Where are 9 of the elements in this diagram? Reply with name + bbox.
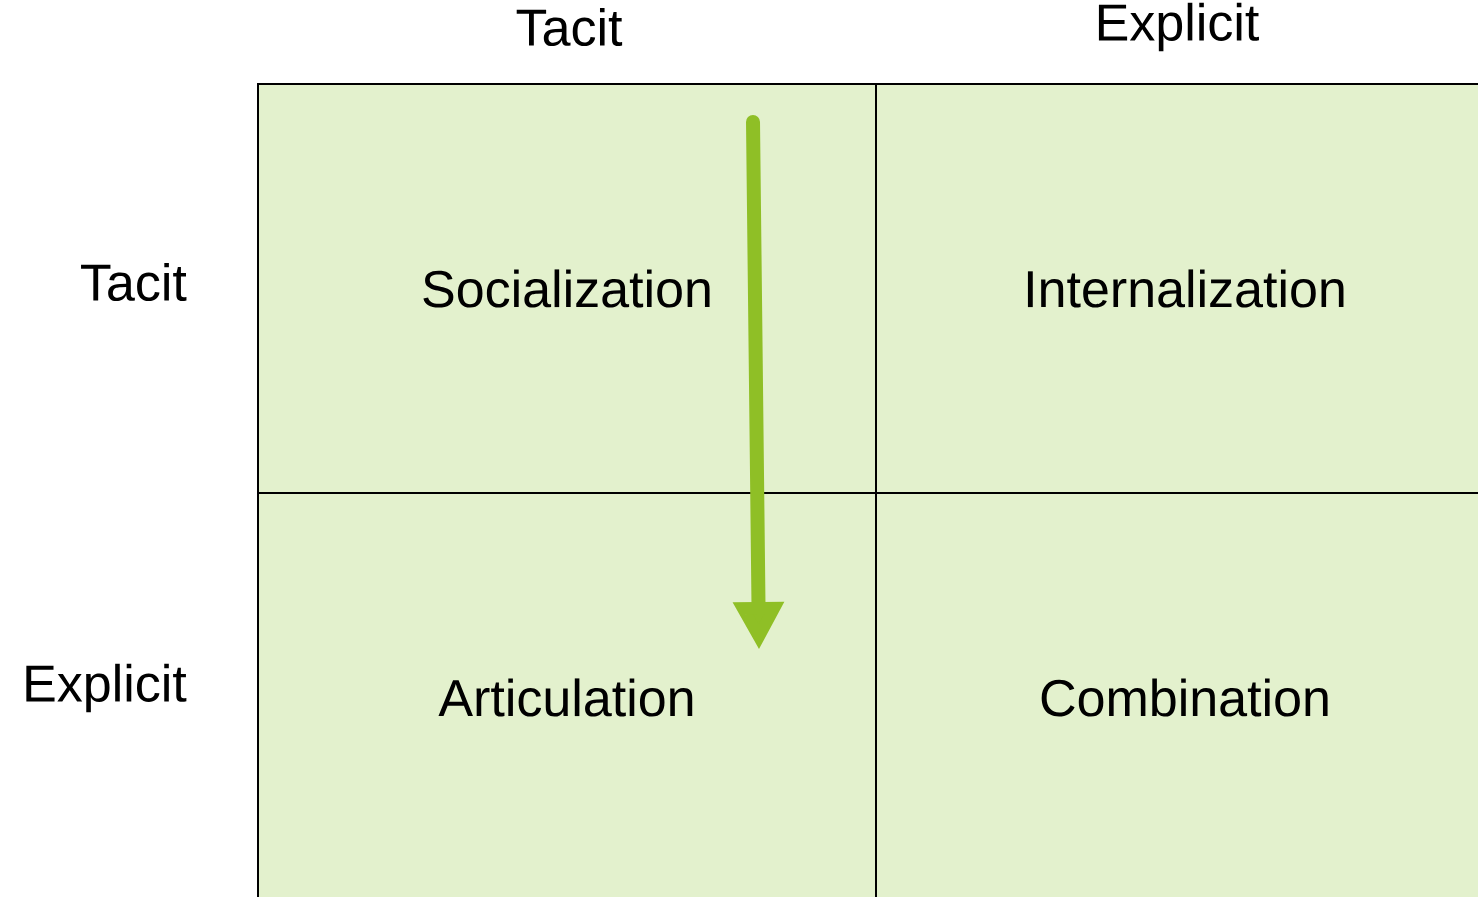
node-label: Articulation <box>438 678 693 717</box>
matrix-cell: Combination <box>875 492 1478 897</box>
axis-label: Explicit <box>26 663 187 713</box>
node-label: Combination <box>1041 678 1328 717</box>
node-label: Internalization <box>1027 269 1344 308</box>
matrix-cell: Internalization <box>875 83 1478 494</box>
matrix-cell: Socialization <box>257 83 877 494</box>
axis-label: Tacit <box>81 262 187 302</box>
matrix-cell: Articulation <box>257 492 877 897</box>
